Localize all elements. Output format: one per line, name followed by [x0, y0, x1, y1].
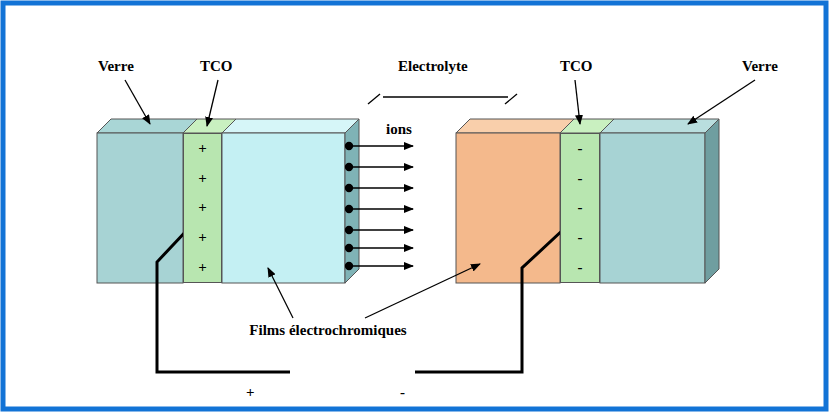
charge-sign: - — [578, 260, 583, 275]
part-label: ions — [386, 121, 412, 138]
part-label: TCO — [560, 58, 593, 75]
charge-sign: + — [198, 171, 207, 186]
terminal-sign: - — [400, 384, 405, 401]
charge-sign: + — [198, 260, 207, 275]
charge-sign: + — [198, 200, 207, 215]
charge-sign: - — [578, 141, 583, 156]
part-label: Electrolyte — [398, 58, 468, 75]
charge-sign: - — [578, 171, 583, 186]
tco-layer: + + + + + — [183, 133, 222, 283]
part-label: Verre — [98, 58, 134, 75]
part-label: Verre — [742, 58, 778, 75]
part-label: TCO — [200, 58, 233, 75]
terminal-sign: + — [246, 384, 255, 401]
charge-sign: + — [198, 141, 207, 156]
film-label: Films électrochromiques — [248, 322, 408, 339]
charge-sign: - — [578, 200, 583, 215]
charge-sign: + — [198, 230, 207, 245]
tco-layer: - - - - - — [560, 133, 600, 283]
charge-sign: - — [578, 230, 583, 245]
